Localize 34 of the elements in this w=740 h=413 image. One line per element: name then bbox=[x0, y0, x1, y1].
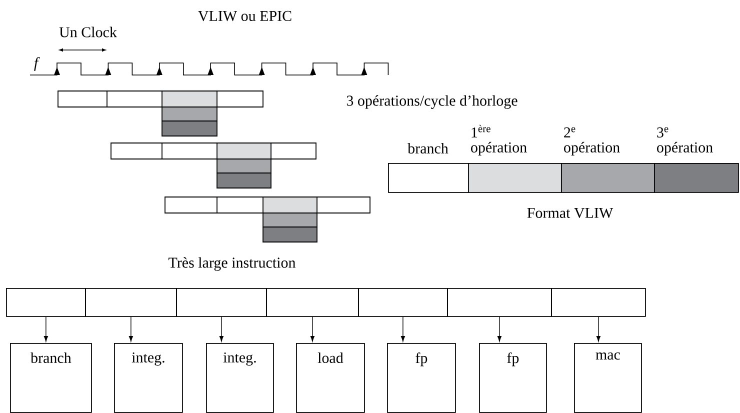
format-field: 2$^{e}$ opération bbox=[561, 127, 655, 193]
unit-box: fp bbox=[479, 343, 547, 413]
unit-box: integ. bbox=[206, 343, 274, 413]
arrow bbox=[497, 316, 502, 342]
arrow bbox=[128, 316, 133, 342]
arrow bbox=[219, 316, 224, 342]
arrow bbox=[596, 316, 600, 342]
clock-label: Un Clock bbox=[59, 26, 117, 38]
arrow bbox=[400, 316, 405, 342]
instruction-slot bbox=[6, 288, 86, 317]
caption: 3 opérations/cycle d’horloge bbox=[346, 95, 518, 109]
instruction-slot bbox=[266, 288, 359, 317]
caption: Très large instruction bbox=[168, 257, 296, 271]
instruction-slot bbox=[447, 288, 552, 317]
unit-box: branch bbox=[10, 343, 92, 413]
instruction-slot bbox=[85, 288, 177, 317]
arrow bbox=[44, 316, 48, 342]
node-label: branch bbox=[408, 143, 448, 154]
unit-box: mac bbox=[574, 343, 642, 413]
node-label: 1$^{ère}$ opération bbox=[471, 124, 527, 156]
unit-box: load bbox=[296, 343, 365, 413]
signal-label: f bbox=[34, 57, 40, 71]
format-field: 3$^{e}$ opération bbox=[654, 127, 739, 193]
arrow bbox=[310, 316, 314, 342]
unit-box: integ. bbox=[114, 343, 183, 413]
format-field: 1$^{ère}$ opération bbox=[468, 124, 562, 193]
title: VLIW ou EPIC bbox=[198, 10, 292, 22]
node-label: 3$^{e}$ opération bbox=[657, 127, 713, 156]
instruction-slot bbox=[176, 288, 267, 317]
instruction-slot bbox=[551, 288, 646, 317]
instruction-slot bbox=[358, 288, 448, 317]
unit-box: fp bbox=[387, 343, 456, 413]
caption: Format VLIW bbox=[527, 208, 614, 218]
node-label: 2$^{e}$ opération bbox=[564, 127, 620, 156]
